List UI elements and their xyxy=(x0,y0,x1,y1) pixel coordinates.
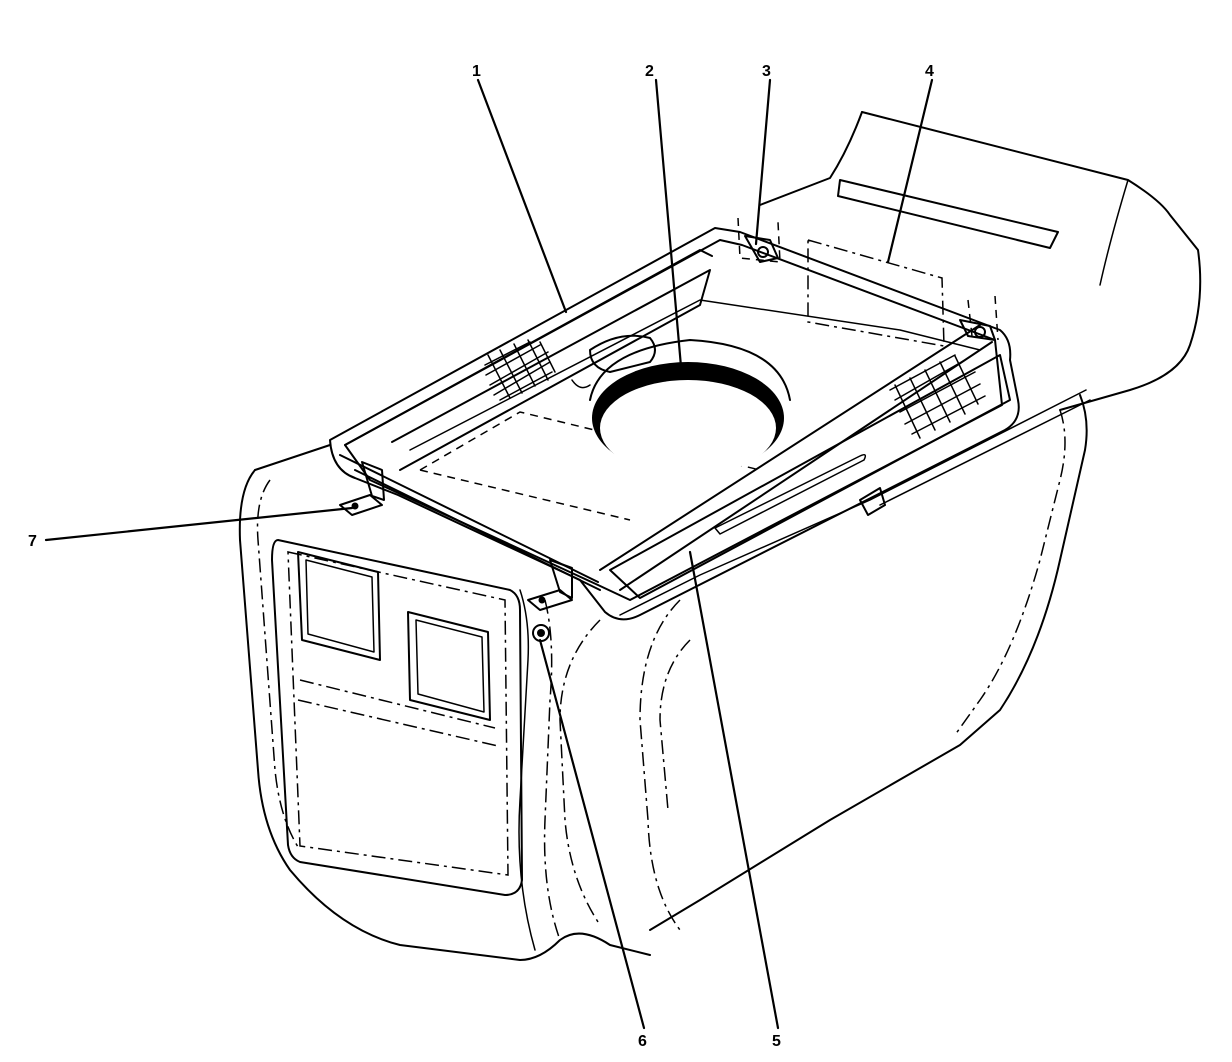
callout-2: 2 xyxy=(645,63,654,80)
callout-5: 5 xyxy=(772,1033,781,1050)
callout-3: 3 xyxy=(762,63,771,80)
housing-shell xyxy=(238,111,1202,961)
callout-1: 1 xyxy=(472,63,481,80)
callout-6: 6 xyxy=(638,1033,647,1050)
leader-1 xyxy=(476,78,568,314)
mesh-screen-left xyxy=(484,339,556,401)
label-plate xyxy=(807,239,945,347)
fastener-nut xyxy=(532,624,550,642)
mesh-screen-right xyxy=(889,354,986,439)
leader-2 xyxy=(654,78,684,380)
leader-7 xyxy=(44,506,354,542)
leader-5 xyxy=(688,550,780,1030)
fan-opening-ring xyxy=(589,339,791,476)
callout-4: 4 xyxy=(925,63,934,80)
hinge-bracket xyxy=(737,217,999,341)
callout-7: 7 xyxy=(28,533,37,550)
leader-6 xyxy=(538,638,646,1030)
callout-labels: 1 2 3 4 5 6 7 xyxy=(28,63,934,1050)
leader-4 xyxy=(886,78,934,264)
front-window-panels xyxy=(271,539,523,896)
leader-3 xyxy=(754,78,772,246)
mounting-bracket xyxy=(339,461,886,611)
leader-lines xyxy=(44,78,934,1030)
